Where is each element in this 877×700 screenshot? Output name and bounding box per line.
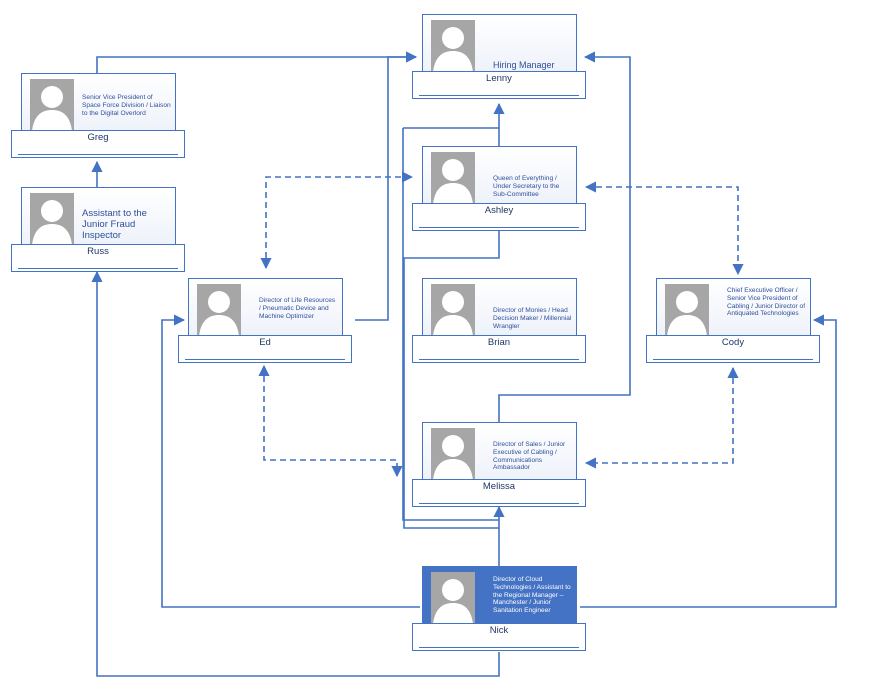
line-greg-lenny bbox=[96, 51, 418, 75]
node-title: Director of Sales / Junior Executive of … bbox=[493, 441, 566, 472]
org-node-greg[interactable]: Senior Vice President of Space Force Div… bbox=[11, 73, 185, 159]
node-name: Lenny bbox=[486, 73, 512, 84]
node-title: Assistant to the Junior Fraud Inspector bbox=[82, 208, 147, 242]
dashed-ed-ashley bbox=[260, 171, 414, 270]
node-card: Director of Sales / Junior Executive of … bbox=[422, 422, 577, 480]
node-name: Ashley bbox=[484, 205, 514, 216]
dashed-ed-melissa bbox=[258, 364, 403, 478]
node-name-bar: Ashley bbox=[412, 203, 586, 231]
node-card: Assistant to the Junior Fraud Inspector bbox=[21, 187, 176, 245]
org-node-lenny[interactable]: Hiring Manager Lenny bbox=[412, 14, 586, 100]
person-silhouette-icon bbox=[431, 152, 475, 204]
line-nick-russ bbox=[91, 270, 500, 677]
dashed-cody-melissa bbox=[584, 366, 739, 469]
node-name: Melissa bbox=[482, 481, 516, 492]
line-ed-lenny bbox=[355, 51, 418, 321]
node-name: Russ bbox=[87, 246, 109, 257]
org-node-melissa[interactable]: Director of Sales / Junior Executive of … bbox=[412, 422, 586, 508]
person-silhouette-icon bbox=[431, 572, 475, 624]
node-title: Senior Vice President of Space Force Div… bbox=[82, 94, 171, 117]
org-node-brian[interactable]: Director of Monies / Head Decision Maker… bbox=[412, 278, 586, 364]
node-name-bar: Ed bbox=[178, 335, 352, 363]
line-melissa-lenny bbox=[498, 51, 631, 422]
org-node-ed[interactable]: Director of Life Resources / Pneumatic D… bbox=[178, 278, 352, 364]
person-silhouette-icon bbox=[30, 79, 74, 131]
node-card: Chief Executive Officer / Senior Vice Pr… bbox=[656, 278, 811, 336]
node-name: Brian bbox=[487, 337, 511, 348]
node-name: Ed bbox=[259, 337, 271, 348]
node-name: Greg bbox=[87, 132, 109, 143]
node-name: Nick bbox=[489, 625, 509, 636]
org-node-cody[interactable]: Chief Executive Officer / Senior Vice Pr… bbox=[646, 278, 820, 364]
node-card: Queen of Everything / Under Secretary to… bbox=[422, 146, 577, 204]
line-nick-cody bbox=[580, 314, 837, 608]
org-node-russ[interactable]: Assistant to the Junior Fraud Inspector … bbox=[11, 187, 185, 273]
node-title: Hiring Manager bbox=[493, 60, 555, 70]
node-title: Director of Life Resources / Pneumatic D… bbox=[259, 297, 336, 320]
node-name-bar: Nick bbox=[412, 623, 586, 651]
node-card: Senior Vice President of Space Force Div… bbox=[21, 73, 176, 131]
node-name-bar: Lenny bbox=[412, 71, 586, 99]
org-node-nick[interactable]: Director of Cloud Technologies / Assista… bbox=[412, 566, 586, 652]
node-title: Director of Cloud Technologies / Assista… bbox=[493, 576, 571, 615]
line-ashley-connector bbox=[416, 230, 500, 259]
person-silhouette-icon bbox=[431, 284, 475, 336]
node-name-bar: Melissa bbox=[412, 479, 586, 507]
org-node-ashley[interactable]: Queen of Everything / Under Secretary to… bbox=[412, 146, 586, 232]
node-card: Director of Life Resources / Pneumatic D… bbox=[188, 278, 343, 336]
node-name: Cody bbox=[721, 337, 745, 348]
line-nick-ed bbox=[161, 314, 420, 608]
node-name-bar: Greg bbox=[11, 130, 185, 158]
node-card: Hiring Manager bbox=[422, 14, 577, 72]
person-silhouette-icon bbox=[30, 193, 74, 245]
node-title: Queen of Everything / Under Secretary to… bbox=[493, 175, 560, 198]
node-name-bar: Russ bbox=[11, 244, 185, 272]
person-silhouette-icon bbox=[197, 284, 241, 336]
person-silhouette-icon bbox=[665, 284, 709, 336]
person-silhouette-icon bbox=[431, 20, 475, 72]
dashed-ashley-cody bbox=[584, 181, 744, 276]
node-card: Director of Cloud Technologies / Assista… bbox=[422, 566, 577, 624]
node-card: Director of Monies / Head Decision Maker… bbox=[422, 278, 577, 336]
person-silhouette-icon bbox=[431, 428, 475, 480]
node-name-bar: Brian bbox=[412, 335, 586, 363]
node-name-bar: Cody bbox=[646, 335, 820, 363]
node-title: Director of Monies / Head Decision Maker… bbox=[493, 307, 572, 330]
node-title: Chief Executive Officer / Senior Vice Pr… bbox=[727, 287, 806, 318]
